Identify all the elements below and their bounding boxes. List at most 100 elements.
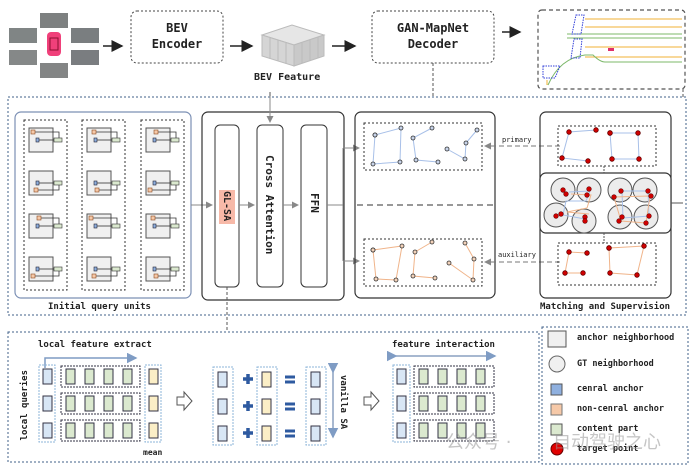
- point: [412, 249, 418, 255]
- matching-graphics: [543, 127, 659, 278]
- mean-group: [144, 364, 162, 443]
- prediction-panel: [354, 111, 496, 299]
- target-point: [646, 213, 652, 219]
- target-point-icon: [550, 442, 564, 456]
- bev-encoder-box: [130, 10, 224, 64]
- target-point: [648, 193, 654, 199]
- content-part-icon: [550, 423, 563, 436]
- content-group: [60, 392, 141, 415]
- initial-query-units-label: Initial query units: [48, 302, 151, 312]
- point: [432, 275, 438, 281]
- point: [435, 159, 441, 165]
- matching-label: Matching and Supervision: [540, 302, 671, 312]
- primary-polyline: [410, 125, 441, 165]
- plus-icon: [243, 374, 253, 384]
- mean-token: [148, 368, 159, 385]
- central-anchor: [152, 223, 157, 229]
- mean-token: [148, 422, 159, 439]
- target-point: [553, 213, 559, 219]
- interaction-query: [396, 395, 407, 412]
- sum-token: [310, 371, 321, 388]
- camera-views: [9, 13, 99, 78]
- point: [607, 130, 613, 136]
- primary-polyline: [444, 127, 480, 162]
- gt-auxiliary-polyline: [606, 243, 647, 278]
- content-group: [60, 419, 141, 442]
- point: [566, 129, 572, 135]
- interaction-query: [396, 368, 407, 385]
- mean-token: [261, 425, 272, 442]
- interaction-content-token: [437, 368, 448, 385]
- point: [372, 132, 378, 138]
- gl-sa-label: GL-SA: [221, 191, 232, 222]
- primary-gt-box: [557, 125, 657, 167]
- target-point: [618, 188, 624, 194]
- target-point: [563, 191, 569, 197]
- local-query: [42, 368, 53, 385]
- non-central-anchor: [30, 273, 36, 279]
- point: [397, 159, 403, 165]
- camera-image-front-left: [9, 28, 37, 43]
- legend-label-central-anchor: cenral anchor: [577, 384, 644, 394]
- content-part: [111, 223, 121, 229]
- interaction-content-token: [418, 422, 429, 439]
- interaction-content-token: [475, 422, 486, 439]
- decoder-label-line1: GAN-MapNet: [396, 21, 470, 35]
- point: [559, 155, 565, 161]
- content-part: [170, 137, 180, 143]
- gt-primary-polyline: [559, 127, 599, 164]
- point: [474, 127, 480, 133]
- point: [471, 256, 477, 262]
- interaction-content-group: [413, 419, 495, 442]
- gl-sa-label-wrap: GL-SA: [219, 190, 245, 224]
- point: [370, 161, 376, 167]
- content-part: [53, 223, 63, 229]
- anchor-neighborhood-square-icon: [547, 330, 567, 348]
- interaction-content-token: [437, 395, 448, 412]
- watermark-text-2: 自动驾驶之心: [553, 432, 661, 453]
- target-point: [619, 214, 625, 220]
- query-token: [217, 398, 228, 415]
- point: [373, 276, 379, 282]
- mean-group-2: [256, 366, 278, 446]
- interaction-content-token: [456, 368, 467, 385]
- camera-image-back: [40, 63, 68, 78]
- point: [636, 156, 642, 162]
- gl-sa-detail-frame: [7, 331, 540, 463]
- central-anchor: [35, 137, 40, 143]
- content-token: [122, 395, 133, 412]
- query-unit: [86, 213, 121, 239]
- content-part: [53, 266, 63, 272]
- mean-token: [261, 371, 272, 388]
- local-queries-group: [38, 364, 56, 443]
- decoder-label-line2: Decoder: [407, 37, 459, 51]
- point: [585, 158, 591, 164]
- point: [562, 270, 568, 276]
- interaction-content-token: [475, 395, 486, 412]
- bev-encoder-label: BEV Encoder: [131, 20, 223, 52]
- content-group: [60, 365, 141, 388]
- non-central-anchor: [30, 129, 36, 135]
- legend-frame: [541, 326, 689, 465]
- legend-label-content-part: content part: [577, 424, 639, 434]
- gt-primary-polyline: [607, 130, 642, 162]
- query-unit: [28, 170, 63, 196]
- bev-feature-label: BEV Feature: [254, 72, 321, 83]
- interaction-query-group: [392, 364, 411, 443]
- point: [566, 249, 572, 255]
- target-point: [645, 188, 651, 194]
- content-part: [53, 137, 63, 143]
- content-part: [170, 223, 180, 229]
- sum-token: [310, 425, 321, 442]
- camera-image-front-right: [71, 28, 99, 43]
- auxiliary-polyline: [370, 243, 405, 283]
- ffn-label: FFN: [308, 193, 321, 213]
- equals-icon: [285, 429, 295, 438]
- point: [470, 277, 476, 283]
- query-unit: [86, 256, 121, 282]
- content-part: [111, 137, 121, 143]
- point: [462, 156, 468, 162]
- central-anchor: [93, 266, 98, 272]
- interaction-content-token: [456, 422, 467, 439]
- point: [410, 273, 416, 279]
